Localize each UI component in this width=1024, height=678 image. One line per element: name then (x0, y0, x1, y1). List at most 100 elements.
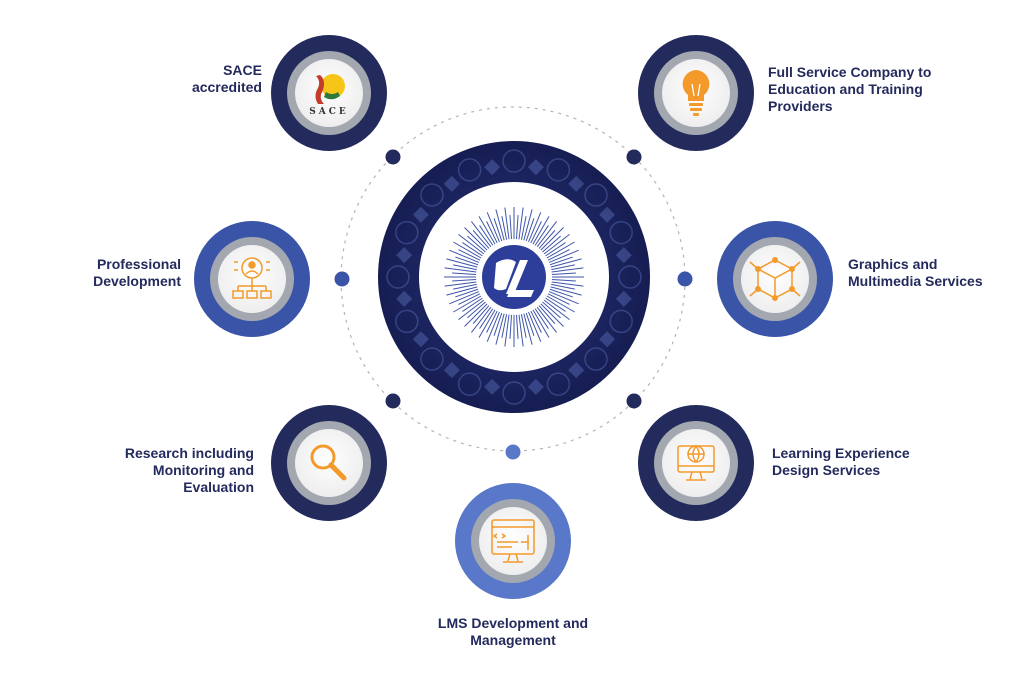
lightbulb-icon (682, 70, 710, 116)
center-ray (538, 305, 556, 324)
center-ray (458, 233, 485, 255)
center-pattern-ring (546, 372, 571, 396)
node-learning-experience (638, 405, 754, 521)
center-ray (493, 312, 503, 336)
center-ray (528, 212, 542, 243)
center-emblem (378, 141, 650, 413)
xl-logo-icon (494, 259, 534, 297)
center-ray (523, 209, 533, 241)
center-ray (479, 225, 494, 246)
center-pattern-ring (584, 183, 608, 207)
center-ray (515, 314, 519, 339)
center-ray (550, 286, 582, 296)
center-ray (549, 288, 573, 298)
center-ray (520, 216, 527, 240)
label-full-service: Full Service Company to Education and Tr… (768, 64, 932, 114)
center-ray (501, 314, 508, 338)
center-ray (467, 301, 486, 319)
center-pattern-ring (395, 220, 419, 245)
center-ray (470, 221, 492, 248)
center-ray (509, 215, 513, 240)
center-pattern-diamond (443, 175, 460, 192)
center-ray (464, 227, 488, 251)
node-sace: SACE (271, 35, 387, 151)
center-ray (495, 209, 505, 241)
center-ray (551, 267, 584, 273)
center-ray (549, 256, 573, 266)
center-ray (478, 216, 496, 245)
center-ray (543, 299, 570, 321)
center-ray (449, 291, 480, 305)
center-ray (472, 230, 490, 249)
center-ray (478, 309, 496, 338)
label-learning-experience: Learning Experience Design Services (772, 445, 910, 478)
center-ray (495, 313, 505, 345)
center-ray (546, 295, 575, 313)
connector-dot-learning (626, 393, 642, 409)
center-ray (515, 215, 519, 240)
center-pattern-ring (395, 309, 419, 334)
label-lms: LMS Development and Management (437, 615, 589, 648)
center-ray (449, 249, 480, 263)
center-pattern-ring (457, 158, 482, 182)
center-ray (551, 264, 575, 271)
center-pattern-diamond (599, 331, 616, 348)
center-ray (551, 283, 575, 290)
center-pattern-diamond (396, 290, 413, 307)
center-ray (534, 308, 549, 329)
sace-logo-icon: SACE (309, 74, 349, 117)
center-ray (547, 293, 570, 305)
center-ray (444, 281, 477, 287)
connector-dot-graphics (677, 271, 693, 287)
connector-dot-lms (505, 444, 521, 460)
center-ray (464, 303, 488, 327)
center-ray (446, 286, 478, 296)
center-ray (455, 256, 479, 266)
center-ray (534, 225, 549, 246)
globe-monitor-icon (677, 445, 715, 481)
center-ray (444, 267, 477, 273)
center-ray (530, 310, 542, 333)
node-full-service (638, 35, 754, 151)
label-professional-development: Professional Development (93, 256, 181, 289)
center-ray (462, 242, 483, 257)
center-pattern-ring (420, 347, 444, 371)
center-ray (493, 218, 503, 242)
center-ray (536, 221, 558, 248)
center-ray (545, 242, 566, 257)
center-pattern-diamond (527, 378, 544, 395)
center-pattern-diamond (527, 159, 544, 176)
center-ray (504, 314, 510, 347)
sace-logo-text: SACE (309, 107, 349, 117)
magnifier-icon (310, 444, 347, 481)
center-ray (547, 249, 570, 261)
center-ray (525, 312, 535, 336)
center-pattern-diamond (568, 175, 585, 192)
center-ray (540, 227, 564, 251)
center-pattern-ring (502, 381, 526, 405)
center-ray (486, 310, 498, 333)
center-ray (509, 314, 513, 339)
center-pattern-ring (609, 309, 633, 334)
center-ray (551, 272, 576, 276)
center-ray (548, 291, 579, 305)
node-graphics-multimedia (717, 221, 833, 337)
center-ray (501, 216, 508, 240)
center-ray (536, 306, 558, 333)
center-ray (530, 221, 542, 244)
center-pattern-diamond (484, 159, 501, 176)
center-ray (472, 305, 490, 324)
center-pattern-ring (420, 183, 444, 207)
center-ray (538, 230, 556, 249)
center-ray (486, 311, 500, 342)
center-ray (455, 288, 479, 298)
center-pattern-diamond (615, 247, 632, 264)
connector-dot-professional (334, 271, 350, 287)
center-ray (540, 303, 564, 327)
center-ray (543, 233, 570, 255)
center-ray (486, 212, 500, 243)
center-ray (458, 299, 485, 321)
center-pattern-ring (457, 372, 482, 396)
label-sace: SACE accredited (191, 62, 262, 95)
